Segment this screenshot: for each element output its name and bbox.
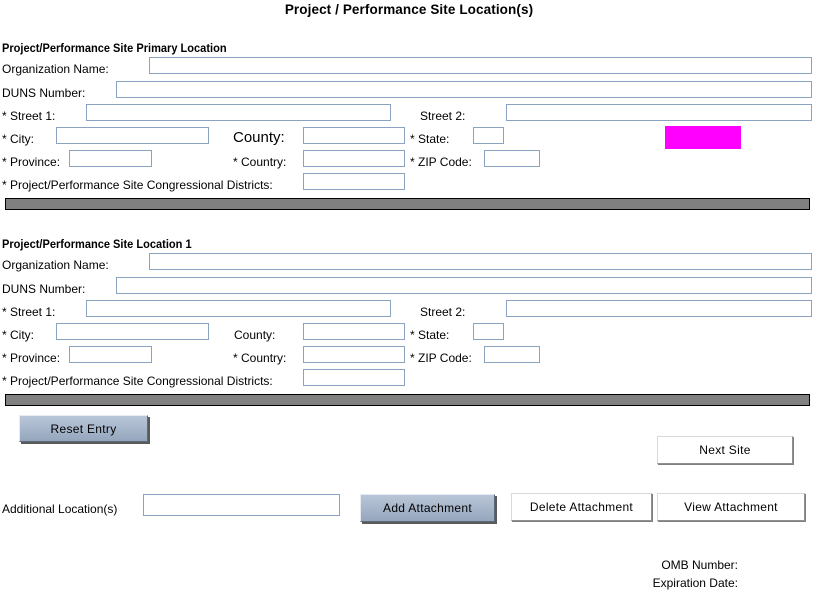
input-state-2[interactable] bbox=[473, 323, 504, 340]
input-additional-locations[interactable] bbox=[143, 494, 340, 516]
expiration-date-label: Expiration Date: bbox=[652, 576, 738, 590]
label-city-1: * City: bbox=[2, 132, 35, 146]
label-zip-1: * ZIP Code: bbox=[410, 155, 472, 169]
label-street1-2: * Street 1: bbox=[2, 305, 56, 319]
reset-entry-button[interactable]: Reset Entry bbox=[19, 415, 148, 442]
section-heading-primary: Project/Performance Site Primary Locatio… bbox=[2, 41, 227, 55]
label-congressional-districts-1: * Project/Performance Site Congressional… bbox=[2, 178, 273, 192]
section-separator-1 bbox=[5, 198, 810, 210]
highlight-block-primary bbox=[665, 126, 741, 149]
input-congressional-districts-2[interactable] bbox=[303, 369, 405, 386]
input-street1-1[interactable] bbox=[86, 104, 391, 121]
view-attachment-button[interactable]: View Attachment bbox=[657, 493, 805, 521]
label-state-2: * State: bbox=[410, 328, 450, 342]
input-state-1[interactable] bbox=[473, 127, 504, 144]
input-organization-name-2[interactable] bbox=[149, 253, 812, 270]
input-organization-name-1[interactable] bbox=[149, 57, 812, 74]
omb-number-label: OMB Number: bbox=[661, 558, 738, 572]
section-heading-location-1: Project/Performance Site Location 1 bbox=[2, 237, 192, 251]
input-country-2[interactable] bbox=[303, 346, 405, 363]
label-province-1: * Province: bbox=[2, 155, 61, 169]
label-city-2: * City: bbox=[2, 328, 35, 342]
input-duns-number-1[interactable] bbox=[116, 81, 812, 98]
label-county-2: County: bbox=[234, 328, 276, 342]
input-county-2[interactable] bbox=[303, 323, 405, 340]
next-site-button[interactable]: Next Site bbox=[657, 436, 793, 464]
label-state-1: * State: bbox=[410, 132, 450, 146]
label-organization-name-1: Organization Name: bbox=[2, 62, 109, 76]
label-duns-number-2: DUNS Number: bbox=[2, 282, 86, 296]
label-country-2: * Country: bbox=[233, 351, 287, 365]
page-title: Project / Performance Site Location(s) bbox=[284, 2, 534, 17]
label-congressional-districts-2: * Project/Performance Site Congressional… bbox=[2, 374, 273, 388]
input-country-1[interactable] bbox=[303, 150, 405, 167]
label-duns-number-1: DUNS Number: bbox=[2, 86, 86, 100]
input-duns-number-2[interactable] bbox=[116, 277, 812, 294]
label-zip-2: * ZIP Code: bbox=[410, 351, 472, 365]
label-province-2: * Province: bbox=[2, 351, 61, 365]
input-county-1[interactable] bbox=[303, 127, 405, 144]
label-additional-locations: Additional Location(s) bbox=[2, 502, 118, 516]
label-street2-1: Street 2: bbox=[420, 109, 466, 123]
label-street2-2: Street 2: bbox=[420, 305, 466, 319]
input-street1-2[interactable] bbox=[86, 300, 391, 317]
input-street2-2[interactable] bbox=[506, 300, 812, 317]
input-street2-1[interactable] bbox=[506, 104, 812, 121]
label-county-1: County: bbox=[233, 129, 285, 146]
label-organization-name-2: Organization Name: bbox=[2, 258, 109, 272]
label-country-1: * Country: bbox=[233, 155, 287, 169]
input-congressional-districts-1[interactable] bbox=[303, 173, 405, 190]
input-zip-1[interactable] bbox=[484, 150, 540, 167]
input-city-2[interactable] bbox=[56, 323, 209, 340]
input-province-1[interactable] bbox=[69, 150, 152, 167]
input-city-1[interactable] bbox=[56, 127, 209, 144]
input-province-2[interactable] bbox=[69, 346, 152, 363]
input-zip-2[interactable] bbox=[484, 346, 540, 363]
label-street1-1: * Street 1: bbox=[2, 109, 56, 123]
delete-attachment-button[interactable]: Delete Attachment bbox=[511, 493, 652, 521]
section-separator-2 bbox=[5, 394, 810, 406]
add-attachment-button[interactable]: Add Attachment bbox=[360, 494, 495, 522]
